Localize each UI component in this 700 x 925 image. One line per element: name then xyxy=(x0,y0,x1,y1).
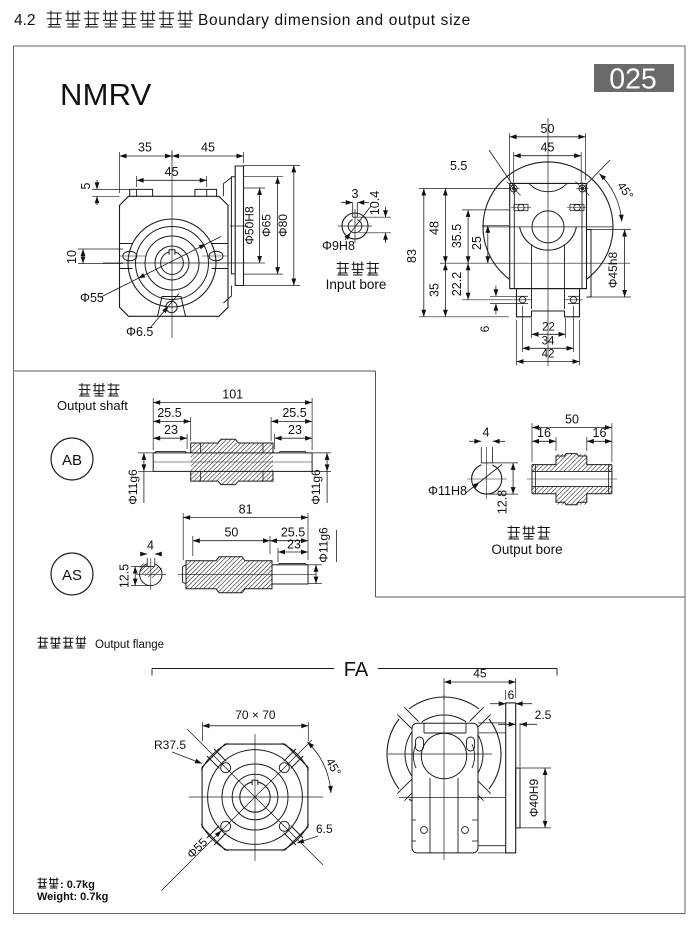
svg-text:4: 4 xyxy=(147,539,154,553)
svg-text:FA: FA xyxy=(344,659,369,681)
svg-text:Φ45h8: Φ45h8 xyxy=(606,252,620,289)
svg-text:NMRV: NMRV xyxy=(60,77,152,112)
svg-text:81: 81 xyxy=(239,503,253,517)
svg-text:25.5: 25.5 xyxy=(281,526,305,540)
svg-text:34: 34 xyxy=(542,335,555,347)
svg-text:22: 22 xyxy=(542,321,555,333)
svg-text:25.5: 25.5 xyxy=(282,406,306,420)
svg-text:70 × 70: 70 × 70 xyxy=(235,708,276,722)
svg-text:3: 3 xyxy=(352,187,359,201)
svg-text:Boundary dimension and output: Boundary dimension and output size xyxy=(198,12,471,29)
svg-text:45: 45 xyxy=(165,165,179,179)
svg-text:AS: AS xyxy=(62,567,82,584)
svg-text:6.5: 6.5 xyxy=(316,822,333,836)
svg-text:45: 45 xyxy=(473,667,487,681)
svg-text:16: 16 xyxy=(593,426,607,440)
svg-text:Input bore: Input bore xyxy=(326,277,387,292)
svg-text:45: 45 xyxy=(201,141,215,155)
svg-text:23: 23 xyxy=(164,423,178,437)
svg-text:Φ50H8: Φ50H8 xyxy=(243,206,257,245)
svg-text:35: 35 xyxy=(428,283,442,297)
svg-text:22.2: 22.2 xyxy=(450,272,464,296)
svg-text:83: 83 xyxy=(405,249,419,263)
svg-text:16: 16 xyxy=(537,426,551,440)
svg-text:45: 45 xyxy=(541,141,555,155)
svg-text:25.5: 25.5 xyxy=(157,406,181,420)
svg-text:Output shaft: Output shaft xyxy=(57,398,128,413)
svg-text:Φ65: Φ65 xyxy=(260,214,274,237)
svg-text:Φ9H8: Φ9H8 xyxy=(322,239,355,253)
svg-text:48: 48 xyxy=(428,221,442,235)
svg-text:: 0.7kg: : 0.7kg xyxy=(60,879,95,891)
svg-text:025: 025 xyxy=(609,64,657,96)
svg-text:23: 23 xyxy=(288,423,302,437)
svg-text:Weight: 0.7kg: Weight: 0.7kg xyxy=(37,891,108,903)
svg-text:Φ80: Φ80 xyxy=(276,214,290,237)
svg-text:Φ55: Φ55 xyxy=(80,291,104,305)
svg-text:4: 4 xyxy=(483,426,490,440)
svg-text:AB: AB xyxy=(62,452,82,469)
svg-text:6: 6 xyxy=(478,325,492,332)
svg-text:35.5: 35.5 xyxy=(450,224,464,248)
svg-text:Φ6.5: Φ6.5 xyxy=(126,325,153,339)
svg-text:50: 50 xyxy=(541,122,555,136)
svg-text:42: 42 xyxy=(542,349,555,361)
svg-text:35: 35 xyxy=(138,141,152,155)
svg-text:Φ11H8: Φ11H8 xyxy=(428,484,467,498)
svg-text:5: 5 xyxy=(79,182,93,189)
svg-text:50: 50 xyxy=(224,526,238,540)
svg-text:5.5: 5.5 xyxy=(450,159,467,173)
svg-text:Φ11g6: Φ11g6 xyxy=(309,469,323,505)
svg-text:Φ11g6: Φ11g6 xyxy=(317,527,331,563)
svg-text:Output flange: Output flange xyxy=(95,639,164,651)
svg-text:Output bore: Output bore xyxy=(491,542,562,557)
svg-text:101: 101 xyxy=(222,388,243,402)
svg-text:2.5: 2.5 xyxy=(535,708,552,722)
svg-text:50: 50 xyxy=(565,413,579,427)
svg-text:12.8: 12.8 xyxy=(496,490,510,514)
svg-text:12.5: 12.5 xyxy=(118,564,132,588)
svg-text:23: 23 xyxy=(287,538,301,552)
svg-text:R37.5: R37.5 xyxy=(154,738,186,752)
svg-text:4.2: 4.2 xyxy=(14,12,36,29)
svg-text:Φ11g6: Φ11g6 xyxy=(126,469,140,505)
svg-text:6: 6 xyxy=(508,688,515,702)
svg-text:10: 10 xyxy=(65,250,79,264)
svg-text:10.4: 10.4 xyxy=(368,191,382,215)
svg-text:25: 25 xyxy=(470,236,484,250)
svg-text:Φ40H9: Φ40H9 xyxy=(527,779,541,818)
